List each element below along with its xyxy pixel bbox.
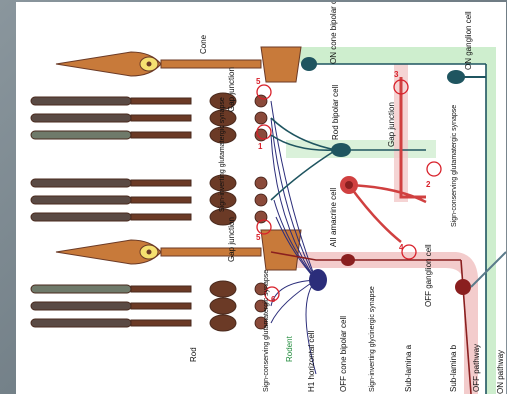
synapse-number-5a: 5 bbox=[256, 77, 261, 86]
label-gap-junction-right: Gap junction bbox=[387, 102, 396, 147]
retina-circuit-diagram: 1 2 3 4 5 5 6 Cone Gap junction Sign-inv… bbox=[16, 2, 506, 394]
label-off-pathway: OFF pathway bbox=[472, 344, 481, 392]
cone-bottom bbox=[56, 230, 301, 270]
label-gap-junction-top: Gap junction bbox=[227, 67, 236, 112]
label-sub-lamina-a: Sub-lamina a bbox=[404, 344, 413, 392]
h1-horizontal-cell-body bbox=[309, 269, 327, 291]
rod-1 bbox=[31, 97, 131, 105]
label-on-cone-bipolar: ON cone bipolar cell bbox=[329, 2, 338, 64]
label-rod-bipolar: Rod bipolar cell bbox=[331, 85, 340, 140]
rod-6 bbox=[31, 213, 131, 221]
label-sign-inverting-glycinergic: Sign-inverting glycinergic synapse bbox=[369, 286, 376, 392]
on-cone-bipolar-cell-body bbox=[301, 57, 317, 71]
label-off-cone-bipolar: OFF cone bipolar cell bbox=[339, 316, 348, 392]
rod-5 bbox=[31, 196, 131, 204]
synapse-number-1: 1 bbox=[258, 142, 263, 151]
label-aii-amacrine: AII amacrine cell bbox=[329, 188, 338, 247]
label-on-ganglion: ON ganglion cell bbox=[464, 11, 473, 70]
synapse-number-3: 3 bbox=[394, 70, 399, 79]
label-sign-conserving-glutamatergic-left: Sign-conserving glutamatergic synapse bbox=[263, 270, 270, 392]
rods-group bbox=[31, 93, 236, 331]
off-ganglion-cell-body bbox=[455, 279, 471, 295]
label-cone: Cone bbox=[199, 34, 208, 54]
synapse-number-5b: 5 bbox=[256, 233, 261, 242]
rod-bipolar-cell-body bbox=[331, 143, 351, 157]
rod-2 bbox=[31, 114, 131, 122]
label-on-pathway: ON pathway bbox=[496, 350, 505, 394]
synapse-marker-2 bbox=[427, 162, 441, 176]
diagram-panel: 1 2 3 4 5 5 6 Cone Gap junction Sign-inv… bbox=[16, 2, 506, 394]
cone-top bbox=[56, 47, 301, 82]
synapse-number-4: 4 bbox=[399, 243, 404, 252]
rod-8 bbox=[31, 302, 131, 310]
aii-amacrine-cell bbox=[340, 176, 426, 242]
rod-9 bbox=[31, 319, 131, 327]
label-gap-junction-bottom: Gap junction bbox=[227, 217, 236, 262]
label-rod: Rod bbox=[189, 347, 198, 362]
rod-4 bbox=[31, 179, 131, 187]
label-sign-inverting-glutamatergic: Sign-inverting glutamatergic synapse bbox=[219, 97, 226, 212]
label-rodent: Rodent bbox=[285, 335, 294, 362]
off-cone-bipolar-cell-body bbox=[341, 254, 355, 266]
synapse-number-6: 6 bbox=[271, 295, 276, 304]
label-off-ganglion: OFF ganglion cell bbox=[424, 244, 433, 307]
rod-3 bbox=[31, 131, 131, 139]
label-h1-horizontal-cell: H1 horizontal cell bbox=[307, 330, 316, 392]
label-sign-conserving-glutamatergic-right: Sign-conserving glutamatergic synapse bbox=[451, 105, 458, 227]
label-sub-lamina-b: Sub-lamina b bbox=[449, 344, 458, 392]
rod-7 bbox=[31, 285, 131, 293]
synapse-number-2: 2 bbox=[426, 180, 431, 189]
